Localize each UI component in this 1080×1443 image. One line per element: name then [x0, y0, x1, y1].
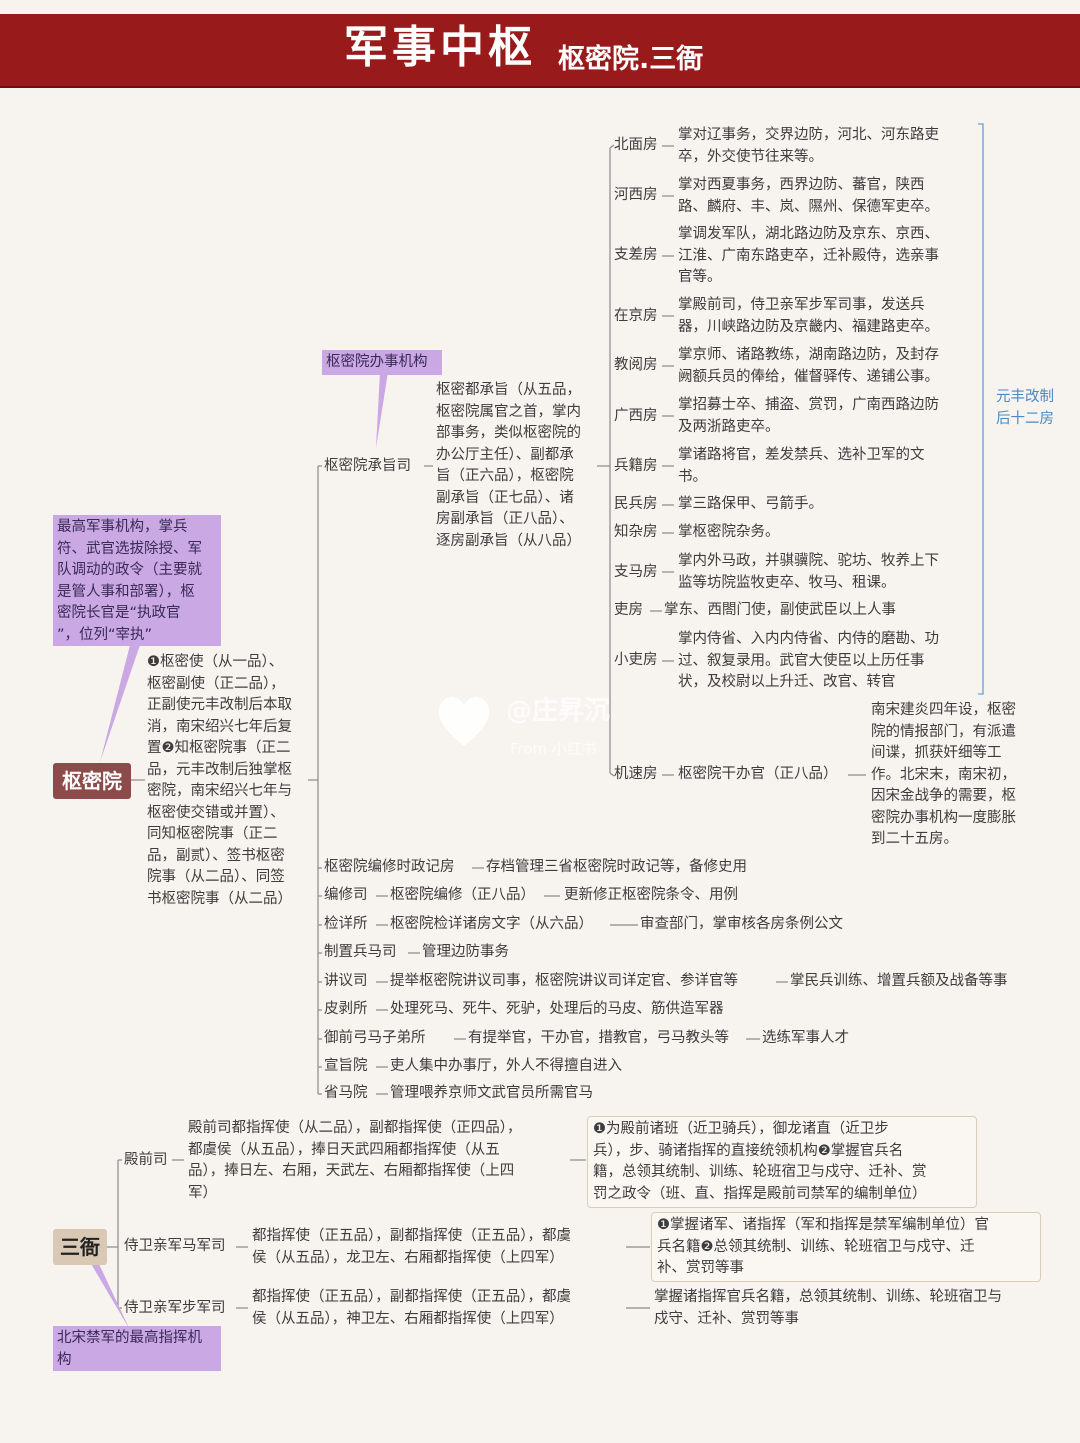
page-subtitle: 枢密院.三衙 — [558, 44, 704, 75]
sanya-unit-duty: 掌握诸指挥官兵名籍，总领其统制、训练、轮班宿卫与 戍守、迁补、赏罚等事 — [654, 1289, 1002, 1327]
bureau-text: 管理喂养京师文武官员所需官马 — [390, 1085, 593, 1101]
root-node-shumiyuan: 枢密院 — [53, 763, 131, 799]
bureau-name: 讲议司 — [324, 973, 368, 989]
bureau-text: 枢密院编修（正八品） — [390, 887, 535, 903]
room-desc: 掌三路保甲、弓箭手。 — [678, 496, 823, 512]
room-desc: 掌京师、诸路教练，湖南路边防，及封存 阙额兵员的俸给，催督驿传、递铺公事。 — [678, 347, 939, 385]
bureau-text: 枢密院检详诸房文字（从六品） — [390, 916, 593, 932]
room-desc: 掌东、西閤门使，副使武臣以上人事 — [664, 602, 896, 618]
room-desc: 掌诸路将官，差发禁兵、选补卫军的文 书。 — [678, 447, 925, 485]
sanya-unit-officials: 都指挥使（正五品），副都指挥使（正五品），都虞 侯（从五品），龙卫左、右厢都指挥… — [252, 1228, 571, 1266]
bureau-name: 检详所 — [324, 916, 368, 932]
chengzhisi: 枢密院承旨司 — [324, 458, 411, 474]
room-name: 民兵房 — [614, 496, 658, 512]
room-name: 小吏房 — [614, 652, 658, 668]
bureau-name: 宣旨院 — [324, 1058, 368, 1074]
watermark-heart-icon — [439, 697, 489, 746]
room-name: 教阅房 — [614, 357, 658, 373]
bureau-text: 管理边防事务 — [422, 944, 509, 960]
sanya-unit-duty: ❶为殿前诸班（近卫骑兵），御龙诸直（近卫步 兵），步、骑诸指挥的直接统领机构❷掌… — [587, 1116, 977, 1208]
shumiyuan-officials: ❶枢密使（从一品）、 枢密副使（正二品）， 正副使元丰改制后本取 消，南宋绍兴七… — [147, 654, 292, 907]
room-desc: 掌殿前司，侍卫亲军步军司事，发送兵 器，川峡路边防及京畿内、福建路吏卒。 — [678, 297, 939, 335]
title-banner — [0, 14, 1080, 88]
room-name: 支马房 — [614, 564, 658, 580]
chengzhisi-desc: 枢密都承旨（从五品， 枢密院属官之首，掌内 部事务，类似枢密院的 办公厅主任）、… — [436, 382, 581, 549]
bureau-name: 枢密院编修时政记房 — [324, 859, 455, 875]
bureau-text: 处理死马、死牛、死驴，处理后的马皮、筋供造军器 — [390, 1001, 724, 1017]
watermark-from: From 小红书 — [510, 740, 597, 758]
page-title: 军事中枢 — [344, 22, 536, 73]
room-name: 知杂房 — [614, 524, 658, 540]
room-name: 吏房 — [614, 602, 643, 618]
room-name: 北面房 — [614, 137, 658, 153]
jisu-mid: 枢密院干办官（正八品） — [678, 766, 838, 782]
bureau-text2: 掌民兵训练、增置兵额及战备等事 — [790, 973, 1008, 989]
room-desc: 掌内外马政，并骐骥院、驼坊、牧养上下 监等坊院监牧吏卒、牧马、租课。 — [678, 553, 939, 591]
watermark-name: @庄昇沉 — [506, 696, 611, 726]
root-node-sanya: 三衙 — [53, 1229, 107, 1265]
bureau-name: 编修司 — [324, 887, 368, 903]
sanya-unit-officials: 都指挥使（正五品），副都指挥使（正五品），都虞 侯（从五品），神卫左、右厢都指挥… — [252, 1289, 571, 1327]
sanya-unit-name: 侍卫亲军步军司 — [124, 1300, 226, 1316]
bureau-text: 提举枢密院讲议司事，枢密院讲议司详定官、参详官等 — [390, 973, 738, 989]
bureau-text: 存档管理三省枢密院时政记等，备修史用 — [486, 859, 747, 875]
room-desc: 掌对西夏事务，西界边防、蕃官，陕西 路、麟府、丰、岚、隰州、保德军吏卒。 — [678, 177, 939, 215]
sanya-unit-duty: ❶掌握诸军、诸指挥（军和指挥是禁军编制单位）官 兵名籍❷总领其统制、训练、轮班宿… — [651, 1212, 1041, 1282]
room-name: 兵籍房 — [614, 458, 658, 474]
room-name: 河西房 — [614, 187, 658, 203]
sanya-unit-officials: 殿前司都指挥使（从二品），副都指挥使（正四品）， 都虞侯（从五品），捧日天武四厢… — [188, 1120, 522, 1201]
bureau-text: 吏人集中办事厅，外人不得擅自进入 — [390, 1058, 622, 1074]
sanya-unit-name: 殿前司 — [124, 1152, 168, 1168]
rooms-note: 元丰改制 后十二房 — [996, 389, 1054, 427]
sanya-unit-name: 侍卫亲军马军司 — [124, 1238, 226, 1254]
room-desc: 掌对辽事务，交界边防，河北、河东路吏 卒，外交使节往来等。 — [678, 127, 939, 165]
bureau-text2: 选练军事人才 — [762, 1030, 849, 1046]
office-label: 枢密院办事机构 — [322, 350, 442, 375]
bureau-name: 御前弓马子弟所 — [324, 1030, 426, 1046]
room-desc: 掌调发军队，湖北路边防及京东、京西、 江淮、广南东路吏卒，迁补殿侍，选亲事 官等… — [678, 226, 939, 285]
room-desc: 掌内侍省、入内内侍省、内侍的磨勘、功 过、叙复录用。武官大使臣以上历任事 状，及… — [678, 631, 939, 690]
room-desc: 掌枢密院杂务。 — [678, 524, 780, 540]
bureau-text2: 更新修正枢密院条令、用例 — [564, 887, 738, 903]
jisu-name: 机速房 — [614, 766, 658, 782]
shumiyuan-note: 最高军事机构，掌兵 符、武官选拔除授、军 队调动的政令（主要就 是管人事和部署）… — [53, 515, 221, 646]
bureau-text: 有提举官，干办官，措教官，弓马教头等 — [468, 1030, 729, 1046]
sanya-note: 北宋禁军的最高指挥机 构 — [53, 1326, 221, 1371]
jisu-desc: 南宋建炎四年设，枢密 院的情报部门，有派遣 间谍，抓获奸细等工 作。北宋末，南宋… — [871, 702, 1016, 847]
bureau-text2: 审查部门，掌审核各房条例公文 — [640, 916, 843, 932]
bureau-name: 制置兵马司 — [324, 944, 397, 960]
bureau-name: 皮剥所 — [324, 1001, 368, 1017]
bureau-name: 省马院 — [324, 1085, 368, 1101]
room-name: 广西房 — [614, 408, 658, 424]
room-name: 支差房 — [614, 247, 658, 263]
room-name: 在京房 — [614, 308, 658, 324]
room-desc: 掌招募士卒、捕盗、赏罚，广南西路边防 及两浙路吏卒。 — [678, 397, 939, 435]
